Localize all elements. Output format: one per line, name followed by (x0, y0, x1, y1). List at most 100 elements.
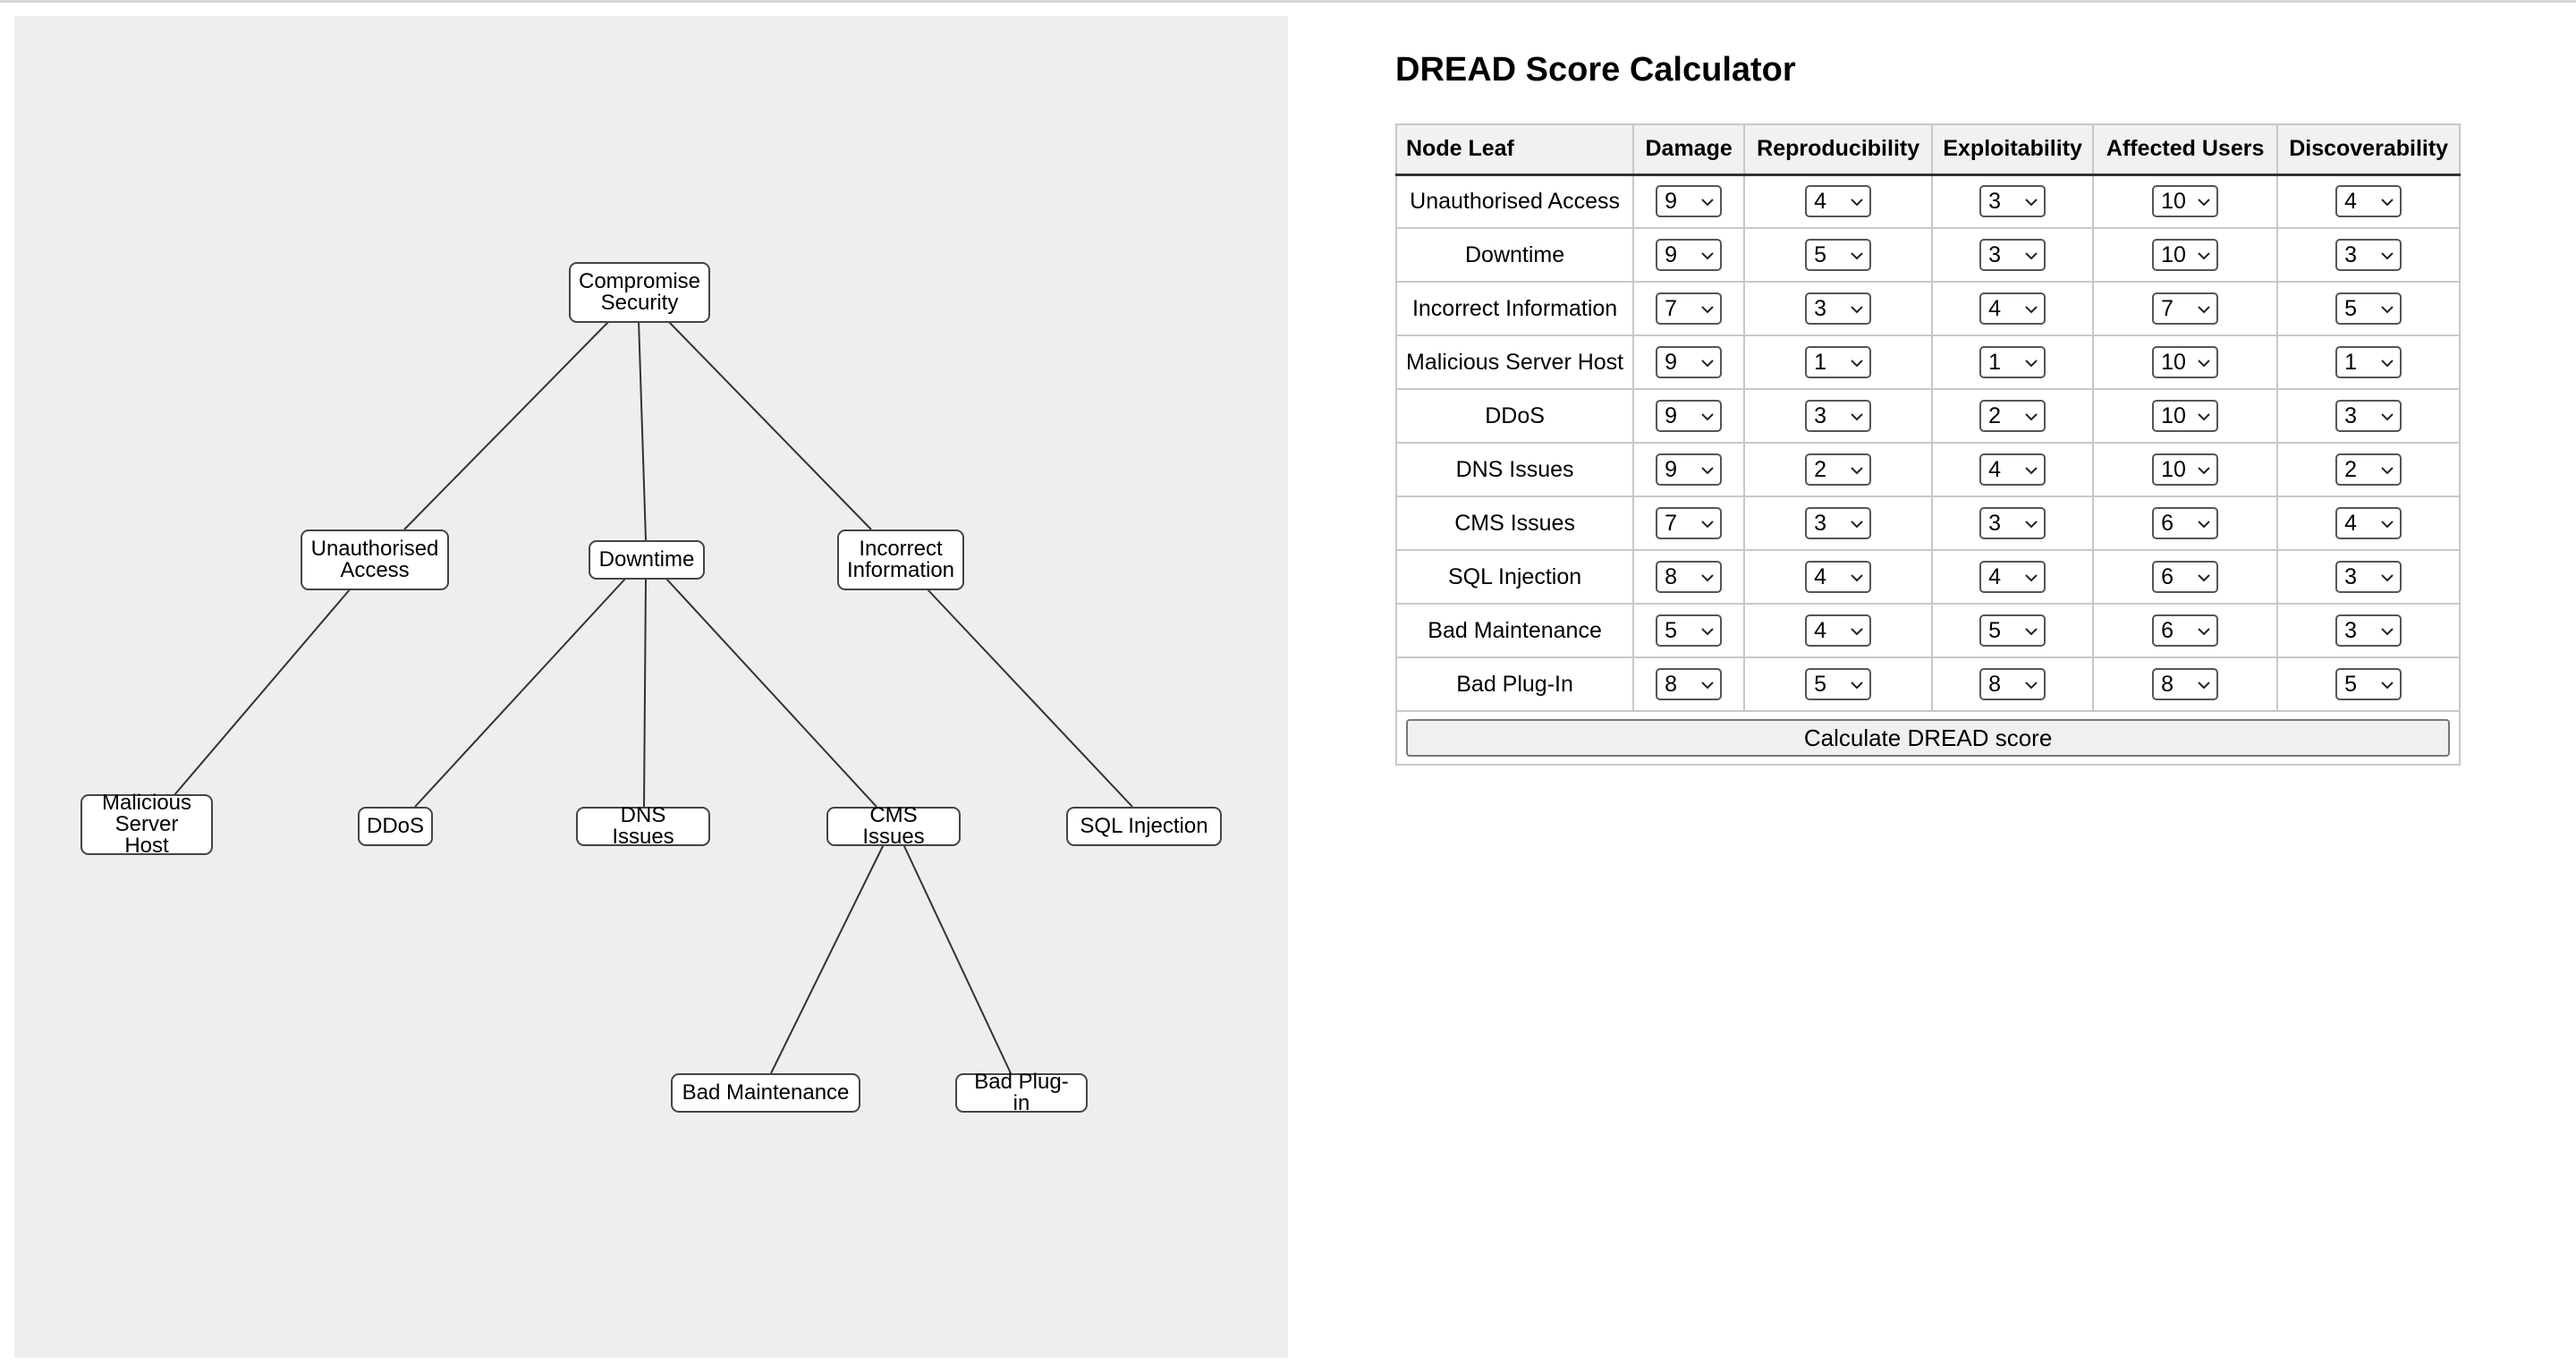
discoverability-select[interactable]: 1 (2335, 346, 2402, 378)
discoverability-select[interactable]: 3 (2335, 561, 2402, 593)
reproducibility-select[interactable]: 5 (1805, 239, 1872, 271)
affected-users-cell: 8 (2092, 656, 2279, 712)
reproducibility-select[interactable]: 1 (1805, 346, 1872, 378)
tree-node-bad-plug-in: Bad Plug-in (955, 1071, 1088, 1114)
tree-node-incorrect-information: Incorrect Information (837, 529, 964, 590)
affected-users-select[interactable]: 8 (2152, 668, 2219, 700)
exploitability-select[interactable]: 4 (1979, 561, 2046, 593)
affected-users-select[interactable]: 10 (2152, 239, 2219, 271)
select-value: 4 (1814, 188, 1827, 214)
select-value: 4 (1988, 563, 2002, 589)
reproducibility-cell: 3 (1743, 495, 1934, 551)
reproducibility-select[interactable]: 2 (1805, 453, 1872, 486)
exploitability-select[interactable]: 8 (1979, 668, 2046, 700)
discoverability-select[interactable]: 3 (2335, 400, 2402, 432)
damage-select[interactable]: 8 (1656, 561, 1723, 593)
chevron-down-icon (1850, 675, 1864, 694)
exploitability-select[interactable]: 4 (1979, 292, 2046, 325)
chevron-down-icon (2380, 353, 2394, 372)
select-value: 2 (1988, 402, 2002, 428)
chevron-down-icon (1700, 514, 1715, 533)
select-value: 10 (2161, 349, 2186, 375)
exploitability-select[interactable]: 4 (1979, 453, 2046, 486)
affected-users-select[interactable]: 10 (2152, 185, 2219, 218)
select-value: 6 (2161, 563, 2174, 589)
reproducibility-select[interactable]: 5 (1805, 668, 1872, 700)
tree-node-ddos: DDoS (358, 807, 433, 846)
reproducibility-cell: 5 (1743, 227, 1934, 283)
damage-select[interactable]: 7 (1656, 292, 1723, 325)
exploitability-select[interactable]: 3 (1979, 507, 2046, 539)
damage-select[interactable]: 8 (1656, 668, 1723, 700)
discoverability-select[interactable]: 4 (2335, 507, 2402, 539)
damage-select[interactable]: 5 (1656, 614, 1723, 647)
affected-users-select[interactable]: 7 (2152, 292, 2219, 325)
damage-select[interactable]: 7 (1656, 507, 1723, 539)
tree-node-sql-injection: SQL Injection (1066, 807, 1222, 846)
chevron-down-icon (1700, 407, 1715, 426)
exploitability-select[interactable]: 2 (1979, 400, 2046, 432)
reproducibility-select[interactable]: 3 (1805, 292, 1872, 325)
discoverability-select[interactable]: 3 (2335, 239, 2402, 271)
damage-select[interactable]: 9 (1656, 346, 1723, 378)
reproducibility-select[interactable]: 3 (1805, 400, 1872, 432)
node-leaf-cell: SQL Injection (1394, 549, 1635, 605)
select-value: 6 (2161, 510, 2174, 536)
discoverability-select[interactable]: 2 (2335, 453, 2402, 486)
discoverability-select[interactable]: 3 (2335, 614, 2402, 647)
damage-cell: 8 (1632, 549, 1746, 605)
tree-node-downtime: Downtime (589, 540, 705, 580)
discoverability-cell: 2 (2276, 442, 2462, 497)
discoverability-cell: 3 (2276, 549, 2462, 605)
discoverability-cell: 4 (2276, 495, 2462, 551)
discoverability-select[interactable]: 5 (2335, 292, 2402, 325)
select-value: 10 (2161, 456, 2186, 482)
select-value: 3 (1988, 241, 2002, 267)
chevron-down-icon (2024, 675, 2038, 694)
chevron-down-icon (2380, 568, 2394, 587)
reproducibility-cell: 1 (1743, 335, 1934, 390)
edge-incorrect-sql (926, 588, 1133, 808)
affected-users-select[interactable]: 10 (2152, 453, 2219, 486)
damage-select[interactable]: 9 (1656, 239, 1723, 271)
affected-users-cell: 10 (2092, 335, 2279, 390)
affected-users-select[interactable]: 6 (2152, 507, 2219, 539)
exploitability-select[interactable]: 3 (1979, 185, 2046, 218)
damage-select[interactable]: 9 (1656, 185, 1723, 218)
damage-cell: 7 (1632, 281, 1746, 336)
reproducibility-select[interactable]: 3 (1805, 507, 1872, 539)
affected-users-select[interactable]: 10 (2152, 346, 2219, 378)
discoverability-select[interactable]: 5 (2335, 668, 2402, 700)
exploitability-select[interactable]: 5 (1979, 614, 2046, 647)
calculate-dread-score-button[interactable]: Calculate DREAD score (1406, 719, 2451, 757)
reproducibility-select[interactable]: 4 (1805, 561, 1872, 593)
reproducibility-cell: 4 (1743, 603, 1934, 658)
select-value: 2 (2344, 456, 2358, 482)
chevron-down-icon (1850, 300, 1864, 318)
chevron-down-icon (1850, 514, 1864, 533)
exploitability-select[interactable]: 3 (1979, 239, 2046, 271)
affected-users-select[interactable]: 10 (2152, 400, 2219, 432)
chevron-down-icon (1850, 246, 1864, 265)
damage-cell: 5 (1632, 603, 1746, 658)
discoverability-cell: 1 (2276, 335, 2462, 390)
calculator-title: DREAD Score Calculator (1395, 51, 1796, 89)
damage-cell: 9 (1632, 227, 1746, 283)
affected-users-select[interactable]: 6 (2152, 614, 2219, 647)
discoverability-cell: 3 (2276, 603, 2462, 658)
chevron-down-icon (2380, 461, 2394, 479)
damage-select[interactable]: 9 (1656, 400, 1723, 432)
affected-users-select[interactable]: 6 (2152, 561, 2219, 593)
damage-select[interactable]: 9 (1656, 453, 1723, 486)
chevron-down-icon (1700, 353, 1715, 372)
chevron-down-icon (2197, 675, 2211, 694)
edge-root-downtime (638, 319, 647, 541)
discoverability-select[interactable]: 4 (2335, 185, 2402, 218)
reproducibility-select[interactable]: 4 (1805, 185, 1872, 218)
chevron-down-icon (2024, 353, 2038, 372)
exploitability-select[interactable]: 1 (1979, 346, 2046, 378)
reproducibility-select[interactable]: 4 (1805, 614, 1872, 647)
